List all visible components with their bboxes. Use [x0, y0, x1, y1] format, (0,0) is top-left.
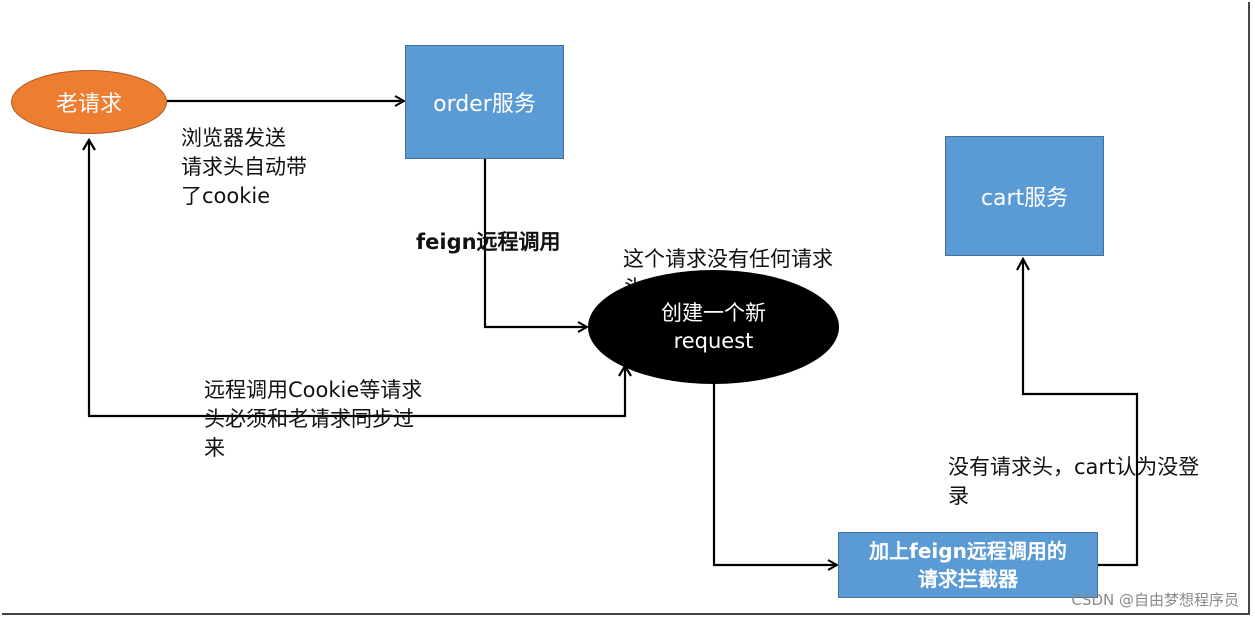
interceptor-label-line1: 加上feign远程调用的 [869, 539, 1067, 563]
old-request-label: 老请求 [55, 92, 122, 117]
feign-interceptor-node: 加上feign远程调用的 请求拦截器 [838, 532, 1098, 598]
browser-sends-cookie-label: 浏览器发送 请求头自动带 了cookie [181, 126, 307, 208]
order-service-label: order服务 [433, 92, 536, 117]
order-service-node: order服务 [405, 45, 564, 159]
no-request-headers-label: 这个请求没有任何请求 头 [623, 247, 833, 285]
new-request-label-line2: request [673, 329, 754, 353]
cart-not-logged-in-label: 没有请求头，cart认为没登 录 [948, 455, 1200, 508]
arrow-sync-headers [87, 142, 627, 418]
arrow-order-to-new-request [483, 158, 587, 327]
new-request-node: 创建一个新 request [588, 270, 839, 384]
interceptor-label-line2: 请求拦截器 [918, 567, 1018, 591]
arrow-new-request-to-interceptor [712, 383, 837, 565]
arrow-interceptor-to-cart [1021, 259, 1139, 567]
new-request-label-line1: 创建一个新 [661, 301, 766, 325]
feign-remote-call-label: feign远程调用 [416, 230, 561, 254]
csdn-watermark: CSDN @自由梦想程序员 [1071, 591, 1239, 609]
cart-service-node: cart服务 [945, 136, 1104, 256]
sync-headers-label: 远程调用Cookie等请求 头必须和老请求同步过 来 [204, 378, 423, 460]
arrowhead-to-old-request [82, 137, 96, 151]
arrowhead-to-cart [1016, 256, 1030, 271]
cart-service-label: cart服务 [980, 186, 1069, 211]
old-request-node: 老请求 [11, 70, 167, 134]
